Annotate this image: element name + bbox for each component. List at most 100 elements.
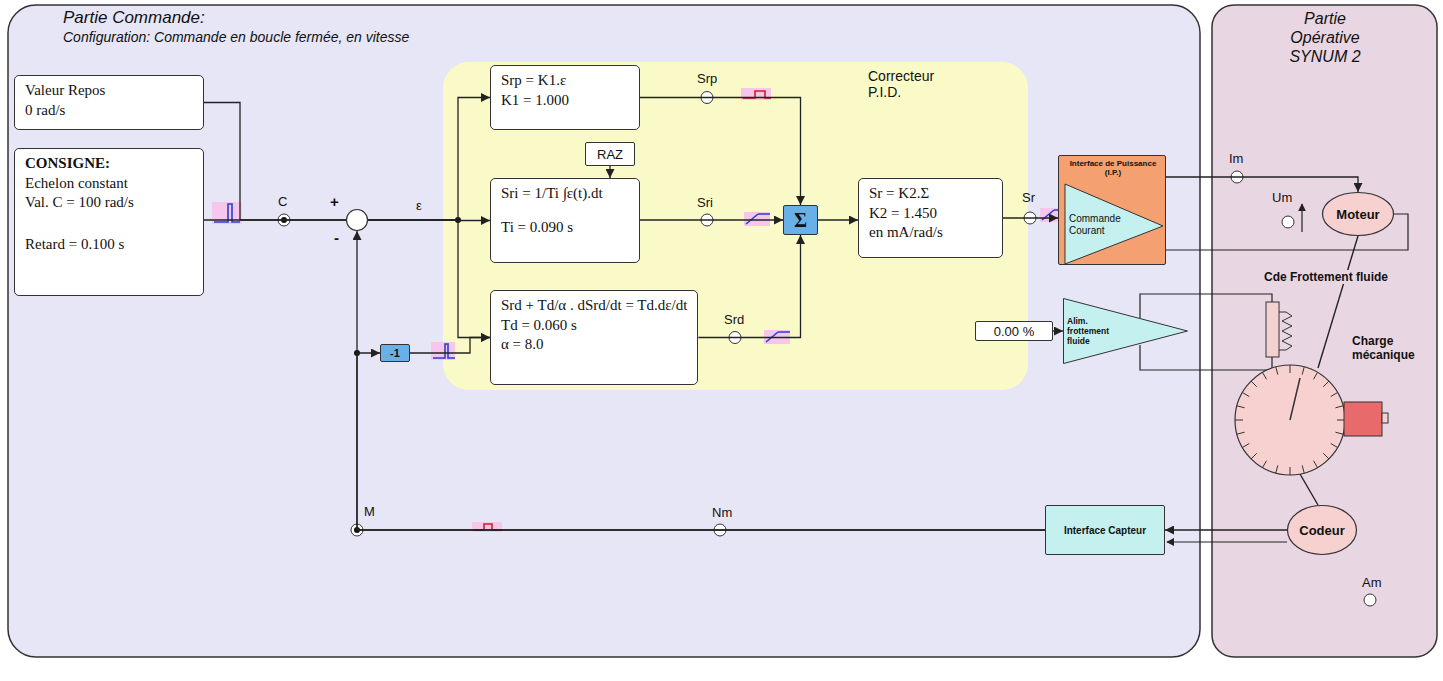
node-text: Interface Capteur [1064, 525, 1146, 536]
drawing-rect [1266, 302, 1279, 357]
drawing-path [1300, 474, 1318, 505]
drawing-rect [1382, 413, 1388, 423]
drawing-path [1279, 312, 1292, 350]
signal-connector [698, 235, 800, 338]
signal-connector [368, 220, 490, 338]
node-text: Val. C = 100 rad/s [25, 193, 193, 213]
reset-box: RAZ [585, 142, 635, 166]
fluid-friction-brake [1266, 302, 1292, 357]
node-text: α = 8.0 [501, 335, 687, 355]
percent-input: 0.00 % [975, 321, 1053, 341]
signal-connector [204, 219, 346, 220]
signal-label: ε [416, 198, 422, 213]
drawing-line [1323, 453, 1329, 459]
setpoint-box: CONSIGNE:Echelon constantVal. C = 100 ra… [14, 148, 204, 296]
drawing-line [1276, 367, 1278, 375]
drawing-circle [1364, 594, 1376, 606]
drawing-line [1242, 444, 1249, 448]
node-text: Correcteur P.I.D. [868, 68, 958, 100]
drawing-path [1140, 345, 1272, 370]
drawing-line [1242, 393, 1249, 397]
node-text: - [334, 229, 339, 246]
node-text: Ti = 0.090 s [501, 218, 629, 238]
drawing-path [746, 214, 770, 224]
drawing-rect [212, 202, 242, 224]
drawing-circle [1282, 216, 1294, 228]
node-text: Echelon constant [25, 174, 193, 194]
node-text: RAZ [597, 147, 623, 162]
inverter-box: -1 [380, 344, 410, 362]
signal-connector [1166, 177, 1358, 192]
node-text: Σ [794, 209, 807, 232]
power-interface: Interface de Puissance (I.P.)Commande Co… [1058, 155, 1166, 265]
drawing-line [1290, 378, 1300, 420]
drawing-path [214, 204, 240, 222]
drawing-line [1331, 444, 1338, 448]
drawing-line [1331, 393, 1338, 397]
drawing-line [1314, 461, 1318, 468]
node-text: K2 = 1.450 [869, 204, 992, 224]
signal-label: Srd [724, 312, 744, 327]
signal-label: Sri [697, 195, 713, 210]
node-text: Valeur Repos [25, 81, 193, 101]
signal-connector [204, 103, 346, 221]
drawing-line [1251, 381, 1257, 387]
summing-junction-outline [346, 209, 368, 231]
node-text: Td = 0.060 s [501, 316, 687, 336]
drawing-path [1301, 204, 1302, 232]
drawing-line [1290, 467, 1291, 475]
derivative-box: Srd + Td/α . dSrd/dt = Td.dε/dtTd = 0.06… [490, 290, 698, 385]
drawing-line [1302, 465, 1304, 473]
drawing-rect [744, 212, 770, 226]
node-text: Retard = 0.100 s [25, 235, 193, 255]
node-text: K1 = 1.000 [501, 91, 629, 111]
signal-label: Um [1272, 190, 1292, 205]
motor: Moteur [1322, 192, 1394, 236]
drawing-path [1140, 294, 1272, 318]
signal-label: Nm [712, 505, 732, 520]
node-text: + [330, 193, 339, 210]
node-text: Alim. frottement fluide [1067, 316, 1121, 346]
rest-value-box: Valeur Repos0 rad/s [14, 75, 204, 130]
signal-connector [368, 98, 490, 221]
drawing-line [1302, 367, 1304, 375]
drawing-ellipse [1323, 193, 1394, 236]
signal-connector [1165, 529, 1287, 530]
test-points [278, 92, 1376, 607]
power-wires [1140, 204, 1408, 542]
drawing-path [1064, 299, 1188, 364]
signal-connector [640, 98, 801, 206]
signal-label: Cde Frottement fluide [1262, 270, 1390, 284]
drawing-line [1335, 432, 1343, 434]
node-text: Configuration: Commande en boucle fermée… [63, 29, 409, 45]
node-text: Moteur [1336, 207, 1379, 222]
drawing-rect [1344, 402, 1382, 436]
drawing-line [1251, 453, 1257, 459]
drawing-line [1263, 461, 1267, 468]
node-text: Interface de Puissance (I.P.) [1061, 159, 1165, 177]
proportional-box: Srp = K1.εK1 = 1.000 [490, 65, 640, 130]
drawing-line [1235, 420, 1243, 421]
measure-dots [281, 217, 461, 533]
drawing-rect [741, 88, 771, 100]
summing-junction: +- [346, 209, 368, 231]
drawing-line [1323, 381, 1329, 387]
node-text: CONSIGNE: [25, 154, 193, 174]
signal-connector [357, 353, 1045, 530]
friction-supply: Alim. frottement fluide [1063, 298, 1188, 364]
integral-box: Sri = 1/Ti ∫ε(t).dtTi = 0.090 s [490, 178, 640, 263]
panels [8, 5, 1437, 657]
signal-label: M [364, 504, 375, 519]
signal-connector [410, 338, 490, 354]
drawing-path [474, 524, 502, 530]
signal-label: Charge mécanique [1352, 334, 1427, 362]
drawing-g [1235, 365, 1345, 475]
drawing-ellipse [1288, 506, 1357, 555]
drawing-path [1167, 541, 1287, 542]
node-text: Partie Commande: [63, 8, 205, 28]
drawing-line [1276, 465, 1278, 473]
node-text: Srp = K1.ε [501, 71, 629, 91]
switch-symbols [212, 88, 1066, 532]
signal-label: Sr [1022, 190, 1035, 205]
